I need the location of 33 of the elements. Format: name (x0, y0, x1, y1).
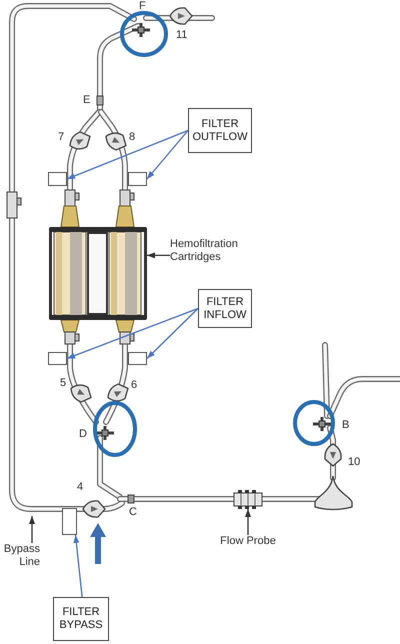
leader-arrow (66, 130, 188, 180)
tube-tag (62, 508, 77, 535)
part-label: Hemofiltration Cartridges (170, 238, 246, 266)
leader-arrow (245, 509, 251, 535)
tube-tag (128, 352, 147, 365)
callout-letter: D (79, 428, 87, 440)
leader-arrow (29, 516, 35, 543)
callout-number: 10 (348, 456, 360, 468)
leader-arrow (146, 308, 198, 359)
callout-number: 4 (77, 481, 84, 493)
callout-number: 7 (58, 131, 64, 143)
callout-box: FILTER INFLOW (198, 289, 252, 328)
part-label: Bypass Line (0, 543, 40, 571)
tube-tag (128, 172, 147, 186)
flow-probe (233, 490, 263, 509)
callout-letter: B (342, 419, 350, 431)
part-label: Flow Probe (219, 535, 277, 549)
callout-letter: E (83, 94, 90, 106)
callout-box: FILTER OUTFLOW (188, 108, 252, 153)
callout-number: 8 (129, 131, 136, 143)
leader-arrow (146, 130, 188, 180)
callout-letter: C (129, 506, 137, 518)
callout-number: 5 (60, 377, 66, 389)
leader-arrow (66, 308, 198, 360)
leader-arrow (73, 534, 83, 598)
filter-cartridges (49, 227, 147, 320)
tube-tag (48, 352, 67, 365)
callout-letter: F (139, 0, 146, 12)
leader-arrow (147, 252, 170, 258)
tube-tag (48, 172, 67, 186)
callout-number: 11 (176, 29, 188, 41)
callout-number: 6 (131, 379, 138, 391)
callout-box: FILTER BYPASS (53, 597, 109, 641)
